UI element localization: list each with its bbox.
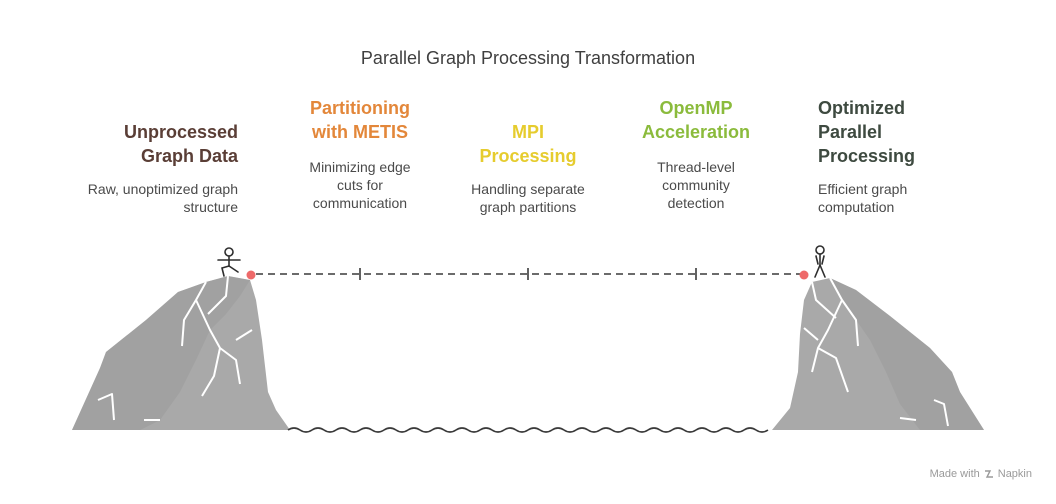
climbing-person-icon xyxy=(217,247,241,277)
stage-4-description: Thread-level community detection xyxy=(657,159,735,211)
napkin-brand: Napkin xyxy=(997,468,1032,480)
water-waves xyxy=(287,427,769,433)
standing-person-icon xyxy=(814,245,826,278)
left-cliff xyxy=(72,275,290,430)
stage-2-title: Partitioning with METIS xyxy=(310,98,410,142)
made-with-label: Made with xyxy=(929,468,980,480)
stage-5-description: Efficient graph computation xyxy=(818,181,908,215)
stage-2-description: Minimizing edge cuts for communication xyxy=(309,159,411,211)
right-cliff xyxy=(772,277,984,430)
diagram-title: Parallel Graph Processing Transformation xyxy=(360,48,696,68)
napkin-footer[interactable]: Made with Napkin xyxy=(930,468,1032,480)
stage-1-title: Unprocessed Graph Data xyxy=(123,122,238,166)
stage-4-title: OpenMP Acceleration xyxy=(641,98,751,142)
stage-1-description: Raw, unoptimized graph structure xyxy=(87,181,238,215)
napkin-logo-icon xyxy=(984,469,994,479)
stage-3-description: Handling separate graph partitions xyxy=(471,181,585,215)
end-point xyxy=(799,270,809,280)
start-point xyxy=(246,270,256,280)
stage-5-title: Optimized Parallel Processing xyxy=(818,98,916,166)
stage-3-title: MPI Processing xyxy=(479,122,577,166)
